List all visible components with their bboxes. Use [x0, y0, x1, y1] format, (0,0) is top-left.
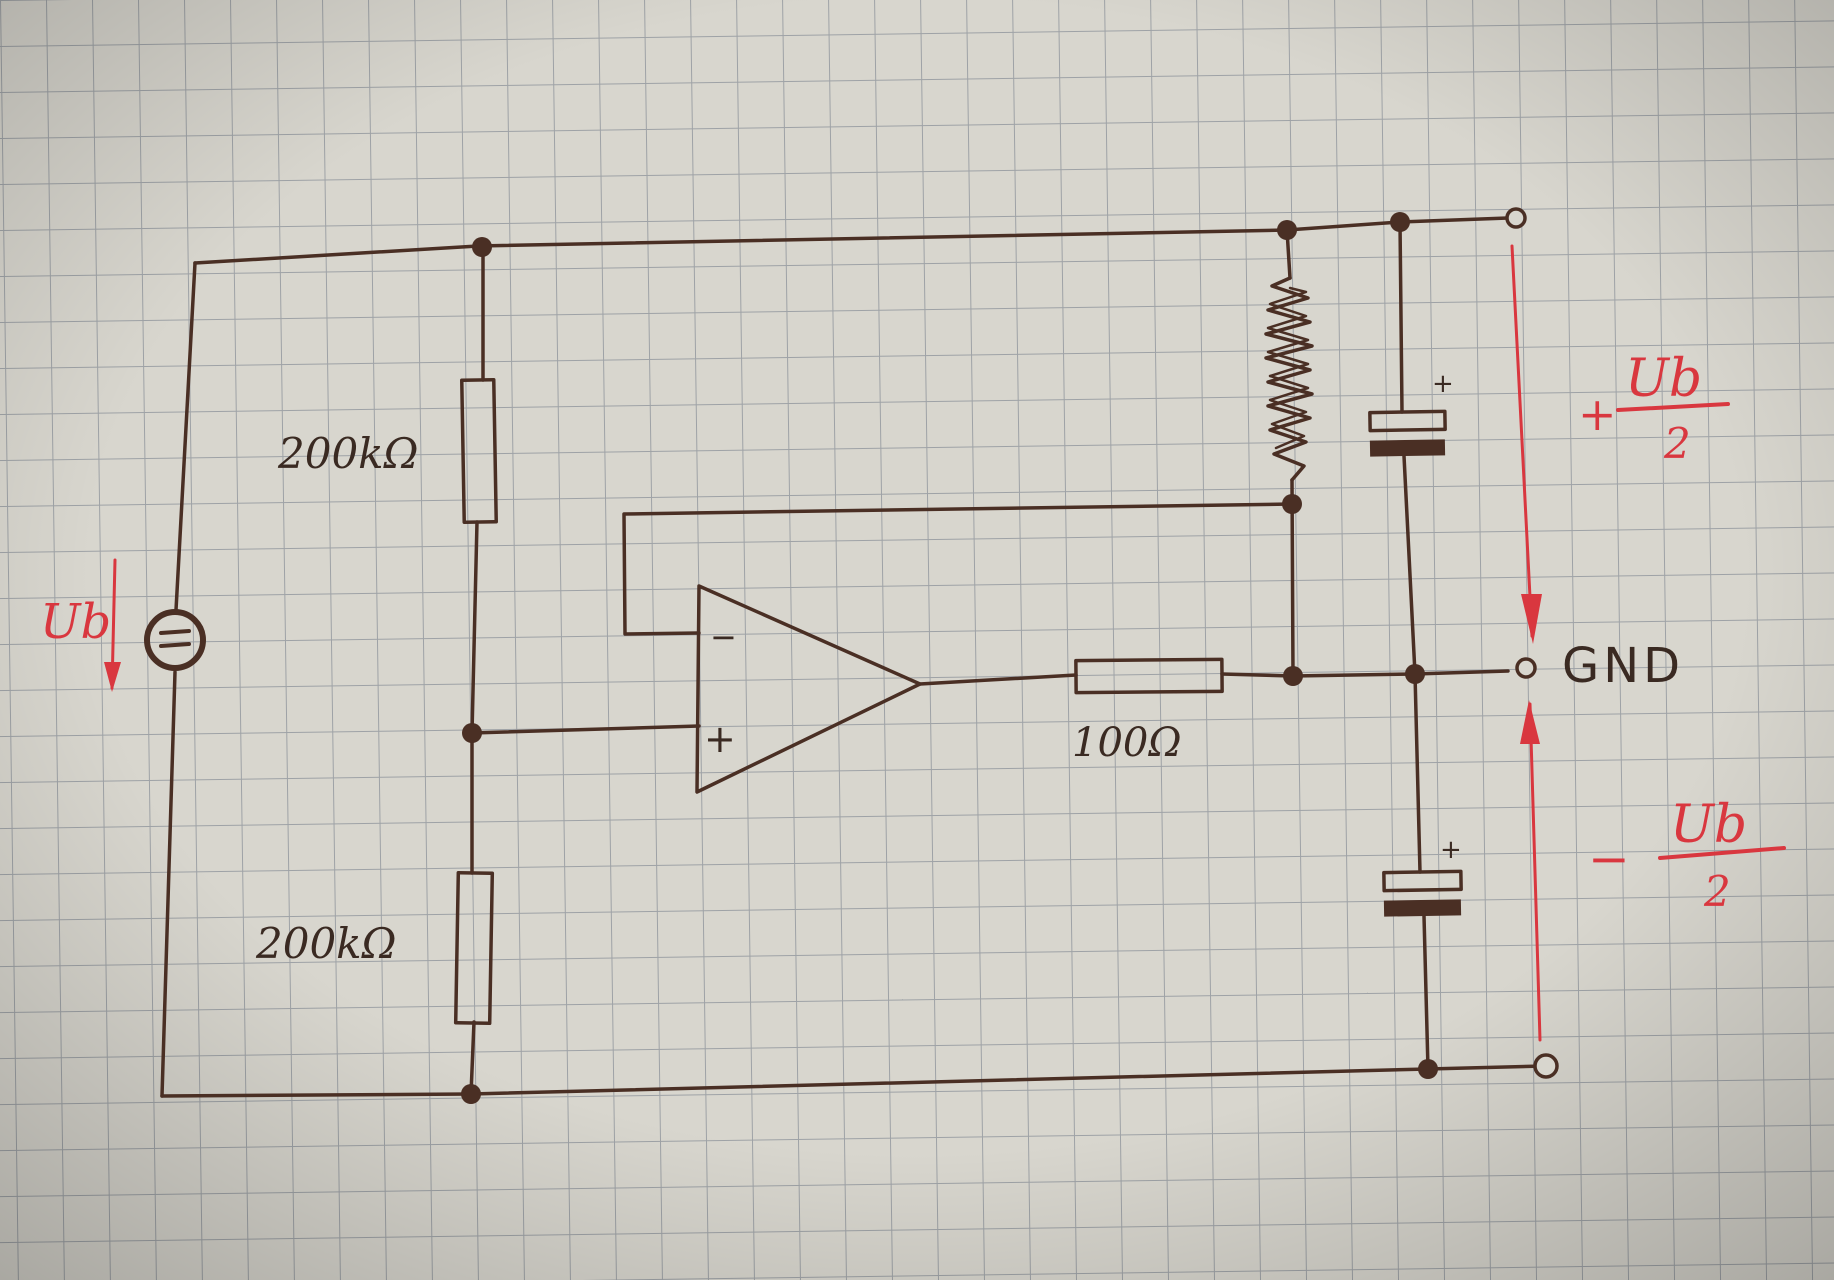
label-negative-half-voltage: − Ub 2: [1588, 795, 1786, 916]
junction-mid-divider: [462, 723, 482, 743]
label-negative-numerator: Ub: [1670, 795, 1747, 855]
label-resistor-bottom: 200kΩ: [255, 919, 396, 968]
junction-top-divider: [472, 237, 492, 257]
label-opamp-minus: −: [710, 618, 737, 656]
junction-cap-top: [1390, 212, 1410, 232]
wire-left-supply: [174, 261, 197, 612]
label-positive-sign: +: [1578, 387, 1617, 441]
wire-cap-top-lower: [1402, 454, 1417, 676]
arrow-negative-line: [1528, 702, 1542, 1042]
terminals: [1505, 207, 1559, 1079]
dc-voltage-source: [144, 609, 206, 671]
label-negative-denominator: 2: [1703, 867, 1731, 916]
label-resistor-top: 200kΩ: [277, 429, 418, 478]
label-cap-top-plus: +: [1432, 369, 1454, 399]
arrow-positive-head: [1521, 594, 1542, 644]
wire-cap-bottom-upper: [1413, 672, 1422, 874]
wire-top-left: [193, 244, 480, 265]
junction-dots: [461, 212, 1438, 1104]
potentiometer-zigzag-shadow: [1266, 286, 1310, 450]
wire-cap-bottom-lower: [1422, 914, 1430, 1071]
resistor-200k-bottom: [453, 870, 495, 1026]
terminal-positive: [1505, 207, 1527, 229]
fraction-bar-positive: [1616, 402, 1730, 412]
junction-pot-feedback: [1282, 494, 1302, 514]
capacitor-top: [1368, 409, 1447, 457]
wire-r100-out: [1220, 669, 1510, 678]
label-positive-numerator: Ub: [1625, 349, 1702, 409]
wire-feedback: [622, 502, 1294, 636]
resistor-200k-top: [460, 377, 498, 525]
label-positive-half-voltage: + Ub 2: [1578, 349, 1730, 468]
wire-bottom-rail: [160, 1064, 1546, 1098]
junction-output-node: [1283, 666, 1303, 686]
resistor-100-ohm: [1074, 657, 1224, 695]
label-cap-bottom-plus: +: [1440, 835, 1462, 865]
wire-divider-bottom: [469, 1020, 476, 1096]
wire-left-supply-lower: [160, 670, 177, 1098]
wire-divider-mid-top: [470, 520, 479, 735]
voltage-arrows: [104, 244, 1542, 1042]
junction-cap-mid: [1405, 664, 1425, 684]
label-resistor-100: 100Ω: [1072, 720, 1182, 766]
terminal-negative: [1533, 1053, 1559, 1079]
junction-cap-bottom: [1418, 1059, 1438, 1079]
opamp-triangle: [695, 584, 922, 794]
fraction-bar-negative: [1658, 846, 1786, 860]
arrow-supply-head: [104, 662, 121, 692]
wire-opamp-output: [918, 673, 1078, 686]
junction-top-pot: [1277, 220, 1297, 240]
junction-bottom-divider: [461, 1084, 481, 1104]
label-gnd: GND: [1562, 638, 1684, 694]
terminal-gnd: [1515, 657, 1537, 679]
label-negative-sign: −: [1588, 830, 1630, 888]
potentiometer-zigzag: [1264, 276, 1314, 482]
label-opamp-plus: +: [704, 717, 736, 761]
wire-cap-top-upper: [1398, 220, 1404, 414]
arrow-positive-line: [1510, 244, 1534, 638]
arrow-negative-head: [1520, 700, 1540, 744]
capacitor-bottom: [1382, 869, 1463, 917]
label-positive-denominator: 2: [1663, 419, 1691, 468]
wire-to-plus-input: [470, 724, 701, 735]
label-supply-voltage: Ub: [40, 594, 111, 650]
wires: [160, 216, 1546, 1098]
wire-top-rail: [476, 216, 1510, 248]
